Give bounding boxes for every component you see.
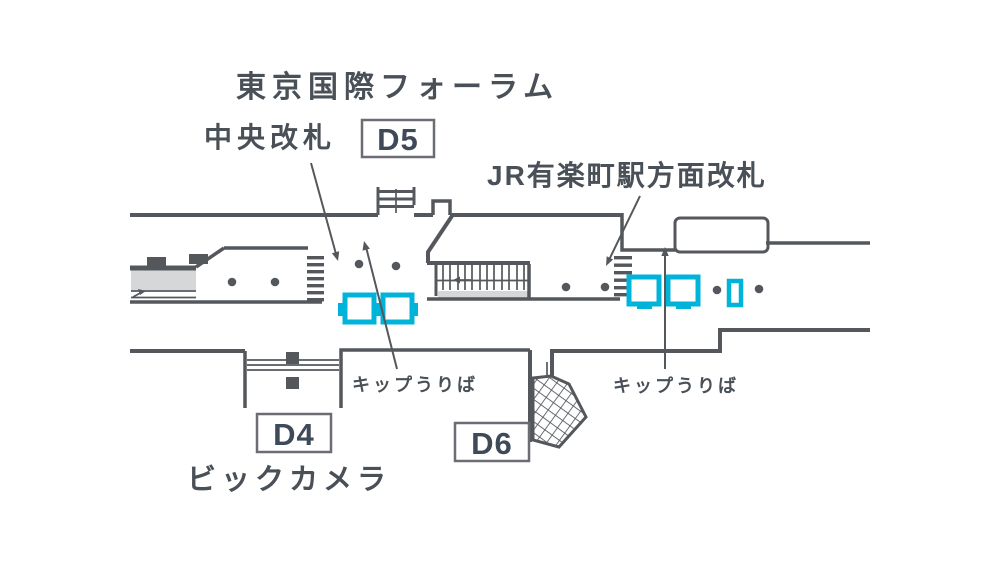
jr-stair-landing — [438, 291, 528, 298]
label-ticket-office-left: キップうりば — [352, 374, 478, 395]
jr-access-structure — [426, 214, 620, 301]
jr-fare-gates — [614, 256, 632, 297]
bottom-wall-right — [550, 328, 870, 376]
bottom-wall-mid — [339, 348, 530, 408]
corridor-walls — [130, 199, 870, 442]
label-ticket-office-right: キップうりば — [613, 375, 739, 396]
ticket-machine — [378, 292, 418, 325]
escalator-direction-arrow-icon — [138, 289, 146, 295]
exit-badge-d5-label: D5 — [377, 122, 419, 157]
label-central-gate: 中央改札 — [204, 122, 336, 153]
ticket-machines-central — [338, 292, 418, 325]
label-jr-yurakucho-gate: JR有楽町駅方面改札 — [487, 159, 767, 191]
central-gate-arrow-icon — [331, 251, 340, 261]
exit-badge-d6-label: D6 — [471, 426, 513, 461]
ticket-machine — [665, 274, 701, 309]
ticket-office-right-arrow-icon — [661, 247, 669, 256]
central-fare-gates — [307, 256, 324, 302]
label-tokyo-international-forum: 東京国際フォーラム — [236, 70, 559, 104]
jr-stair-direction-arrow-icon — [453, 276, 460, 284]
ticket-machine — [338, 292, 378, 325]
exit-badge-d4-label: D4 — [273, 417, 315, 452]
upper-right-room — [673, 216, 770, 254]
top-wall-step — [620, 213, 676, 252]
label-bic-camera: ビックカメラ — [187, 463, 391, 496]
ticket-machine — [626, 274, 662, 309]
top-wall-notch — [431, 199, 452, 215]
central-gate-leader — [310, 162, 337, 255]
jr-structure-diagonal-wall — [426, 214, 454, 263]
leader-lines — [310, 162, 669, 370]
platform-marker — [189, 254, 208, 264]
exit-badge-d4: D4 — [255, 412, 333, 454]
exit-badge-d5: D5 — [360, 118, 436, 159]
d4-pillar-block — [286, 377, 299, 389]
jr-gate-arrow-icon — [606, 256, 614, 266]
platform-diagonal-wall — [195, 246, 225, 269]
jr-stair-steps — [437, 265, 528, 290]
ticket-office-left-leader — [365, 246, 398, 370]
ticket-machine-narrow — [726, 278, 744, 308]
platform-marker — [147, 257, 166, 266]
ticket-office-left-arrow-icon — [362, 241, 370, 251]
d5-staircase — [376, 187, 416, 215]
d4-pillar-block — [286, 352, 299, 364]
jr-gate-leader — [607, 195, 641, 263]
pillars — [227, 259, 764, 295]
exit-badge-d6: D6 — [453, 421, 531, 463]
ticket-machines-jr-side — [626, 274, 744, 309]
left-platform-block — [130, 246, 322, 304]
d4-stair-passage — [247, 352, 339, 389]
